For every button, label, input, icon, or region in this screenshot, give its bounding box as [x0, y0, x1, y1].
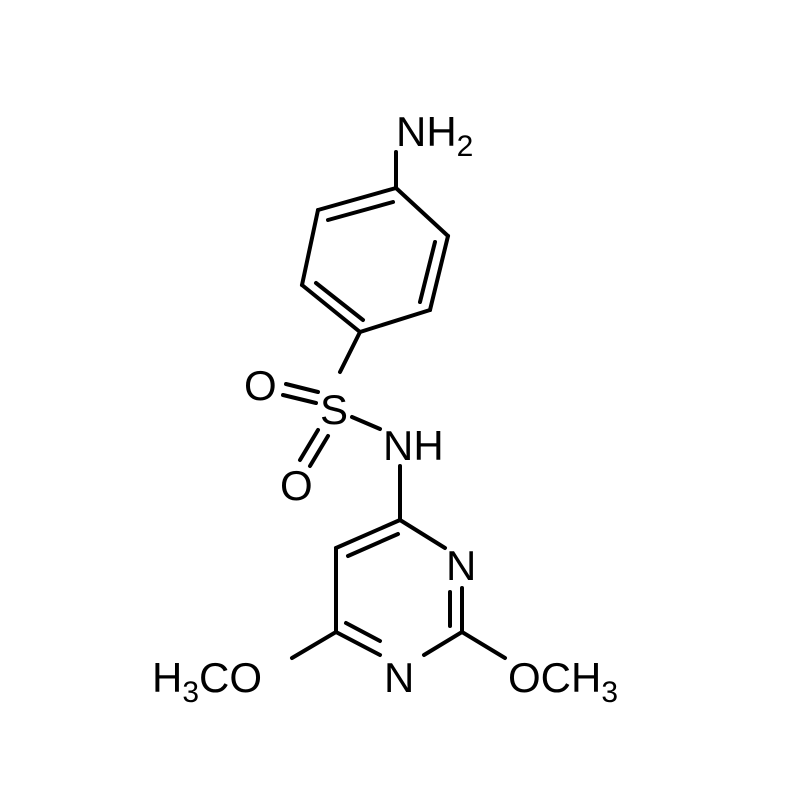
methoxy-left-label: H3CO	[152, 654, 262, 709]
bond-pyr-c5-c4-inner	[346, 532, 400, 558]
sulfonamide-nh-label: NH	[383, 422, 444, 469]
bond-benzene-3-inner	[314, 281, 365, 322]
bond-pyr-n1-c6-inner	[344, 621, 382, 643]
ring-n-top-label: N	[446, 542, 476, 589]
bond-benzene-5-inner	[418, 240, 437, 304]
bond-benzene-6	[394, 186, 450, 238]
sulfur-label: S	[320, 386, 348, 433]
bond-s-o-top-2	[281, 393, 318, 405]
ring-n-bottom-label: N	[384, 654, 414, 701]
bond-pyr-c2-n1	[422, 630, 464, 657]
amine-label: NH2	[396, 108, 473, 163]
oxygen-top-label: O	[244, 362, 277, 409]
bond-benzene-1-inner	[326, 200, 395, 222]
bond-pyr-c4-n3	[398, 518, 447, 550]
bond-c6-methoxy	[290, 630, 338, 660]
bond-c2-methoxy	[460, 630, 507, 660]
bond-pyr-c5-c4	[334, 518, 402, 550]
methoxy-right-label: OCH3	[508, 654, 618, 709]
bond-benzene-1	[316, 186, 398, 212]
bond-s-o-bottom-1	[298, 428, 320, 462]
bond-s-o-bottom-2	[308, 434, 330, 468]
bond-s-nh	[350, 415, 382, 431]
bond-benzene-5	[428, 234, 450, 312]
bond-benzene-2	[300, 208, 320, 287]
bond-s-o-top-1	[284, 382, 320, 394]
bonds	[281, 150, 507, 660]
atom-labels: NH2 O S NH O N N H3CO OCH3	[152, 108, 618, 709]
bond-pyr-n1-c6	[334, 630, 382, 657]
oxygen-bottom-label: O	[280, 462, 313, 509]
bond-benzene-4	[358, 308, 432, 334]
bond-benzene-3	[300, 283, 362, 334]
bond-ring-sulfur	[338, 330, 362, 374]
